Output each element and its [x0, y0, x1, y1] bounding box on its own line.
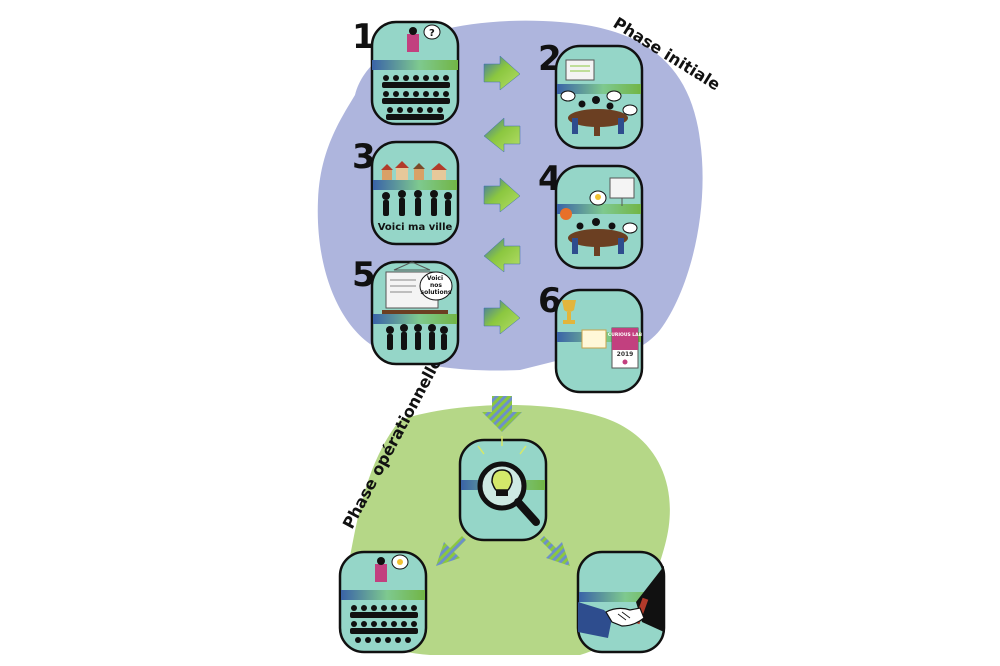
step-number-5: 5	[352, 255, 376, 295]
arrow-5-to-6-icon	[483, 299, 521, 335]
arrow-4-to-5-icon	[483, 237, 521, 273]
arrow-3-to-4-icon	[483, 177, 521, 213]
arrow-down-to-operational-icon	[482, 396, 522, 432]
arrow-2-to-3-icon	[483, 117, 521, 153]
meeting-table-icon	[560, 59, 638, 136]
step-panel-4	[554, 164, 644, 270]
flow-arrows	[436, 55, 570, 566]
idea-meeting-icon	[560, 177, 638, 256]
operational-panel-partnership	[576, 550, 666, 654]
step-panel-2	[554, 44, 644, 150]
award-year: 2019	[617, 351, 634, 358]
arrow-to-handshake-icon	[540, 536, 570, 566]
step-number-3: 3	[352, 137, 376, 177]
step-5-caption-word: solutions	[421, 289, 452, 296]
operational-panel-audience	[338, 550, 428, 654]
arrow-to-audience-icon	[436, 536, 466, 566]
award-brand: CURIOUS LAB	[608, 332, 643, 338]
city-tour-icon: Voici ma ville	[378, 161, 453, 233]
audience-idea-icon	[350, 554, 418, 643]
handshake-icon	[578, 566, 664, 638]
step-5-caption-word: nos	[430, 282, 442, 289]
trophy-award-icon: CURIOUS LAB 2019	[562, 300, 643, 369]
step-number-1: 1	[352, 17, 376, 57]
step-5-caption-text: Voici	[427, 275, 443, 282]
step-panel-6: CURIOUS LAB 2019	[554, 288, 644, 394]
svg-text:?: ?	[429, 28, 435, 39]
operational-panel-analysis	[458, 436, 548, 542]
step-panel-1: ?	[370, 20, 460, 126]
step-3-caption: Voici ma ville	[378, 222, 453, 233]
step-panel-3: Voici ma ville	[370, 140, 460, 246]
magnifier-lightbulb-icon	[477, 436, 540, 526]
audience-question-icon: ?	[382, 24, 450, 120]
arrow-1-to-2-icon	[483, 55, 521, 91]
